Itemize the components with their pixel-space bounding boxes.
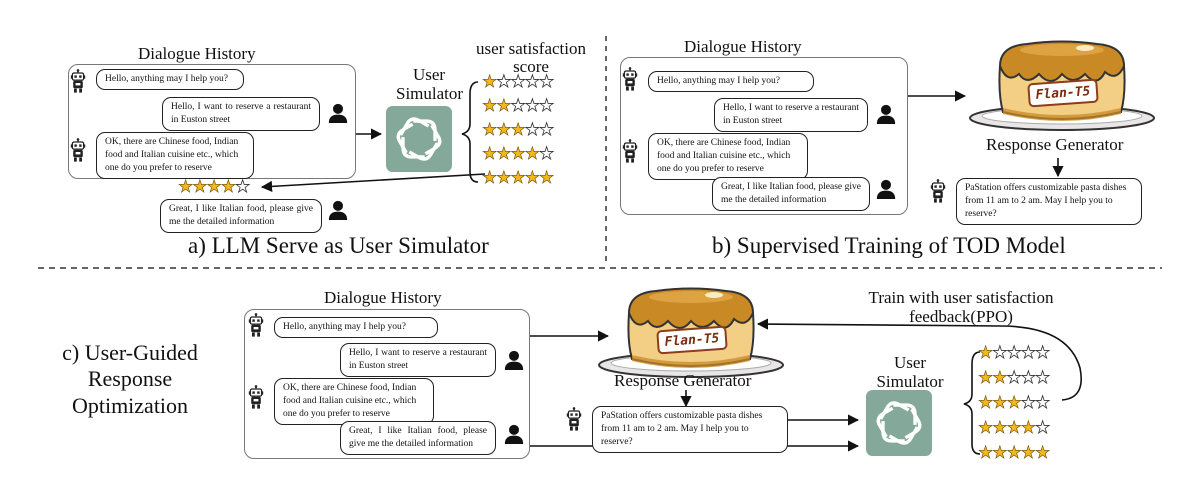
- panel-c-history-title: Dialogue History: [324, 288, 442, 307]
- generator-label: Response Generator: [986, 135, 1124, 154]
- c-score-brace: [963, 351, 981, 455]
- chat-bubble-system-offer: OK, there are Chinese food, Indian food …: [648, 133, 808, 181]
- pudding-icon: Flan-T5: [967, 36, 1157, 131]
- star-row-2: ★★★★★: [978, 368, 1051, 388]
- star-row-5: ★★★★★: [978, 443, 1051, 463]
- chat-bubble-system-offer: OK, there are Chinese food, Indian food …: [96, 132, 254, 180]
- chat-bubble-user-request: Hello, I want to reserve a restaurant in…: [714, 98, 868, 133]
- robot-icon: [930, 178, 946, 204]
- robot-icon: [248, 384, 264, 410]
- openai-logo-icon: [866, 390, 932, 456]
- chat-bubble-user-choice: Great, I like Italian food, please give …: [712, 177, 870, 212]
- star-row-4: ★★★★★: [978, 418, 1051, 438]
- star-row-3: ★★★★★: [978, 393, 1051, 413]
- pudding-icon: Flan-T5: [596, 283, 786, 378]
- robot-icon: [566, 406, 582, 432]
- panel-a-caption: a) LLM Serve as User Simulator: [188, 233, 489, 258]
- star-row-1: ★★★★★: [482, 72, 555, 92]
- robot-icon: [622, 66, 638, 92]
- star-row-3: ★★★★★: [482, 120, 555, 140]
- star-row-5: ★★★★★: [482, 168, 555, 188]
- panel-a-history-title: Dialogue History: [138, 44, 256, 63]
- chat-bubble-system-greeting: Hello, anything may I help you?: [274, 317, 438, 339]
- robot-icon: [248, 312, 264, 338]
- panel-b-caption: b) Supervised Training of TOD Model: [712, 233, 1066, 258]
- panel-b-history-title: Dialogue History: [684, 37, 802, 56]
- score-to-history-arrow: [260, 173, 486, 193]
- star-row-1: ★★★★★: [978, 343, 1051, 363]
- chat-bubble-system-offer: OK, there are Chinese food, Indian food …: [274, 378, 434, 426]
- c-feedback-arrow: [756, 318, 1082, 401]
- person-icon: [504, 424, 524, 444]
- person-icon: [328, 103, 348, 123]
- chat-bubble-system-greeting: Hello, anything may I help you?: [96, 69, 244, 91]
- score-brace: [461, 81, 479, 183]
- chat-bubble-user-choice: Great, I like Italian food, please give …: [160, 199, 322, 234]
- generator-label: Response Generator: [614, 371, 752, 390]
- chat-bubble-user-request: Hello, I want to reserve a restaurant in…: [340, 343, 496, 378]
- person-icon: [504, 350, 524, 370]
- star-row-4: ★★★★★: [482, 144, 555, 164]
- chat-bubble-response: PaStation offers customizable pasta dish…: [956, 178, 1142, 226]
- star-row-2: ★★★★★: [482, 96, 555, 116]
- robot-icon: [70, 137, 86, 163]
- chat-bubble-system-greeting: Hello, anything may I help you?: [648, 71, 814, 93]
- star-rating-selected: ★★★★★: [178, 177, 251, 197]
- robot-icon: [622, 138, 638, 164]
- chat-bubble-user-choice: Great, I like Italian food, please give …: [340, 421, 496, 456]
- panel-c-side-label: c) User-Guided Response Optimization: [62, 340, 198, 418]
- openai-logo-icon: [386, 106, 452, 172]
- person-icon: [876, 104, 896, 124]
- robot-icon: [70, 68, 86, 94]
- person-icon: [328, 200, 348, 220]
- person-icon: [876, 179, 896, 199]
- chat-bubble-user-request: Hello, I want to reserve a restaurant in…: [162, 97, 320, 132]
- chat-bubble-response: PaStation offers customizable pasta dish…: [592, 406, 788, 454]
